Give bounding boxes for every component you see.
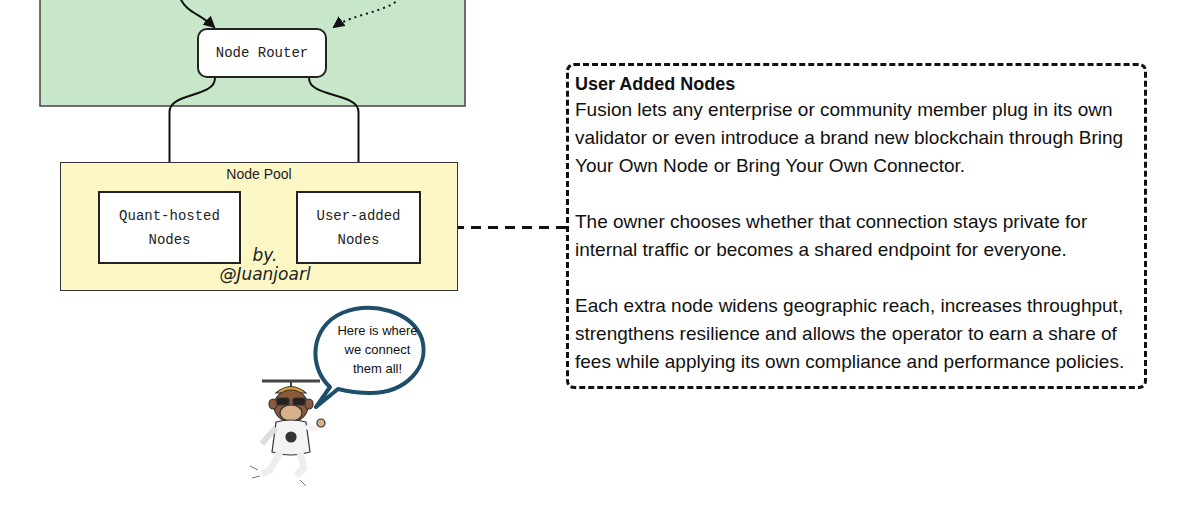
- bubble-shape: [315, 308, 423, 407]
- callout-paragraph: Fusion lets any enterprise or community …: [575, 96, 1134, 180]
- incoming-arrow: [180, 0, 214, 27]
- speech-bubble: Here is where we connect them all!: [312, 307, 443, 397]
- callout-paragraph: The owner chooses whether that connectio…: [575, 208, 1134, 264]
- callout-paragraph: Each extra node widens geographic reach,…: [575, 292, 1134, 376]
- node-label: User-added Nodes: [306, 204, 411, 252]
- group-title: Node Pool: [61, 163, 457, 182]
- node-label: Quant-hosted Nodes: [108, 204, 231, 252]
- router-box: Node Router: [197, 28, 327, 78]
- bubble-text: Here is where we connect them all!: [335, 321, 421, 378]
- incoming-dotted-arrow: [334, 0, 400, 27]
- node-box: Quant-hosted Nodes: [98, 191, 241, 264]
- node-label: Node Router: [216, 41, 308, 65]
- green-panel: [40, 0, 465, 106]
- callout-heading: User Added Nodes: [575, 72, 1134, 96]
- node-box: User-added Nodes: [296, 191, 421, 264]
- watermark-holder: by. @Juanjoarl: [195, 246, 335, 284]
- bubble-outline: [302, 305, 435, 415]
- monkey-mascot: [250, 381, 325, 486]
- callout-box: User Added NodesFusion lets any enterpri…: [566, 63, 1147, 389]
- watermark: by. @Juanjoarl: [219, 246, 310, 284]
